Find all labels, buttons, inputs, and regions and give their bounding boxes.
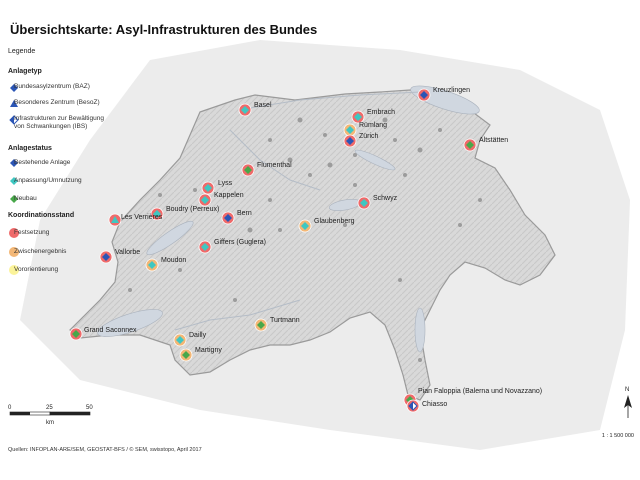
lake-geneva (97, 309, 163, 337)
place-label: Martigny (195, 347, 222, 354)
legend-type-baz: Bundesasylzentrum (BAZ) (14, 83, 90, 90)
marker-moudon (145, 258, 159, 272)
place-label: Vallorbe (115, 249, 141, 256)
settlement-dots (128, 117, 482, 362)
marker-basel (238, 103, 252, 117)
marker-turtmann (254, 318, 268, 332)
lake-maggiore (414, 307, 426, 353)
scale-bar (9, 411, 91, 416)
map-title: Übersichtskarte: Asyl-Infrastrukturen de… (10, 22, 318, 37)
marker-altst-tten (463, 138, 477, 152)
place-label: Les Verrières (121, 214, 163, 221)
legend-diamond-icon (10, 195, 18, 203)
north-label: N (625, 387, 630, 393)
legend-coord-zwischenergebnis: Zwischenergebnis (14, 248, 67, 255)
legend-diamond-icon (10, 84, 18, 92)
legend-type-ibs: Infrastrukturen zur Bewältigung von Schw… (14, 115, 104, 130)
place-label: Pian Faloppia (Balerna und Novazzano) (418, 388, 543, 395)
legend-coord-festsetzung: Festsetzung (14, 229, 50, 236)
legend-type-besoz: Besonderes Zentrum (BesoZ) (14, 99, 100, 106)
marker-embrach (351, 110, 365, 124)
place-label: Flumenthal (257, 162, 292, 169)
place-label: Basel (254, 102, 272, 109)
river-rhine (249, 91, 421, 109)
lake-neuchatel (146, 220, 194, 256)
place-label: Chiasso (422, 401, 448, 408)
scale-tick-25: 25 (46, 405, 53, 411)
marker-kreuzlingen (417, 88, 431, 102)
place-label: Zürich (359, 133, 379, 140)
marker-les-verri-res (108, 213, 122, 227)
river-rhone (174, 299, 301, 331)
marker-flumenthal (241, 163, 255, 177)
place-label: Boudry (Perreux) (166, 206, 220, 213)
scale-tick-50: 50 (86, 405, 93, 411)
scale-ratio: 1 : 1 500 000 (601, 433, 634, 439)
place-label: Schwyz (373, 195, 398, 202)
marker-grand-saconnex (69, 327, 83, 341)
place-label: Giffers (Guglera) (214, 239, 266, 246)
legend-triangle-icon (10, 100, 18, 107)
marker-chiasso (406, 399, 420, 413)
marker-lyss (201, 181, 215, 195)
scale-unit: km (46, 420, 54, 426)
legend-diamond-icon (10, 159, 18, 167)
source-credits: Quellen: INFOPLAN-ARE/SEM, GEOSTAT-BFS /… (8, 447, 202, 453)
place-label: Glaubenberg (314, 218, 355, 225)
marker-vallorbe (99, 250, 113, 264)
marker-glaubenberg (298, 219, 312, 233)
place-label: Embrach (367, 109, 396, 116)
legend-circle-vororientierung-icon (9, 265, 19, 275)
place-label: Bern (237, 210, 252, 217)
marker-boudry-perreux- (150, 207, 164, 221)
north-arrow-icon (624, 395, 632, 418)
place-label: Rümlang (359, 122, 388, 129)
place-label: Kappelen (214, 192, 244, 199)
place-label: Moudon (161, 257, 187, 264)
place-label: Dailly (189, 332, 207, 339)
marker-dailly (173, 333, 187, 347)
legend-status-existing: Bestehende Anlage (14, 159, 71, 166)
legend-diamond-icon (10, 177, 18, 185)
legend-coord-heading: Koordinationsstand (8, 212, 75, 219)
scale-tick-0: 0 (8, 405, 12, 411)
legend-title: Legende (8, 48, 36, 55)
legend-coord-vororientierung: Vororientierung (14, 266, 59, 273)
marker-z-rich (343, 134, 357, 148)
place-label: Altstätten (479, 137, 509, 144)
legend-status-adapt: Anpassung/Umnutzung (14, 177, 82, 184)
legend-status-new: Neubau (14, 195, 37, 202)
place-label: Turtmann (270, 317, 300, 324)
marker-giffers-guglera- (198, 240, 212, 254)
legend-circle-zwischenergebnis-icon (9, 247, 19, 257)
legend-circle-festsetzung-icon (9, 228, 19, 238)
marker-kappelen (198, 193, 212, 207)
lake-zurich (354, 149, 396, 171)
legend-types-heading: Anlagetyp (8, 68, 42, 75)
place-label: Grand Saconnex (84, 327, 137, 334)
marker-bern (221, 211, 235, 225)
marker-martigny (179, 348, 193, 362)
river-aare (229, 129, 321, 191)
marker-schwyz (357, 196, 371, 210)
legend-status-heading: Anlagestatus (8, 145, 52, 152)
marker-r-mlang (343, 123, 357, 137)
place-label: Kreuzlingen (433, 87, 470, 94)
place-label: Lyss (218, 180, 233, 187)
